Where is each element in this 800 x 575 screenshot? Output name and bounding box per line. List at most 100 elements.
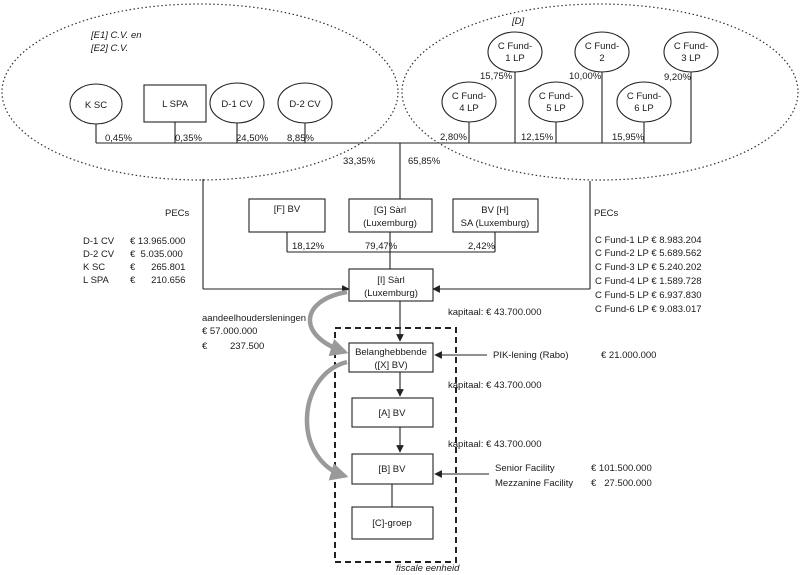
pecs-left-amount: € 5.035.000	[130, 249, 183, 260]
entity-g-sarl: [G] Sàrl (Luxemburg)	[348, 198, 433, 233]
curved-arrow-x-to-b	[304, 359, 349, 481]
svg-text:Belanghebbende: Belanghebbende	[355, 347, 427, 358]
kapitaal-a: kapitaal: € 43.700.000	[448, 439, 542, 450]
entity-c-groep: [C]-groep	[351, 506, 434, 540]
mezzanine-facility-amount: € 27.500.000	[591, 478, 652, 489]
group-ellipse-right	[401, 3, 799, 181]
pct-f-bv: 18,12%	[292, 241, 325, 252]
pecs-right-row: C Fund-5 LP € 6.937.830	[595, 290, 702, 301]
pecs-left-amount: € 210.656	[130, 275, 185, 286]
svg-text:[I] Sàrl: [I] Sàrl	[377, 275, 404, 286]
fiscal-unit-boundary	[334, 327, 457, 563]
pct-l-spa: 0,35%	[175, 133, 202, 144]
pik-amount: € 21.000.000	[601, 350, 656, 361]
entity-f-bv: [F] BV	[248, 198, 326, 233]
shareholder-loans-amount-1: € 57.000.000	[202, 326, 257, 337]
entity-x-bv: Belanghebbende ([X] BV)	[348, 342, 434, 373]
svg-text:5 LP: 5 LP	[546, 103, 566, 114]
entity-c-fund-5: C Fund- 5 LP	[528, 81, 584, 123]
pct-c-fund-5: 12,15%	[521, 132, 554, 143]
group-ellipse-left	[1, 3, 399, 181]
entity-d2-cv: D-2 CV	[277, 82, 333, 124]
shareholder-loans-title: aandeelhoudersleningen	[202, 313, 306, 324]
entity-l-spa: L SPA	[143, 84, 207, 123]
pct-c-fund-6: 15,95%	[612, 132, 645, 143]
entity-a-bv: [A] BV	[351, 397, 434, 428]
svg-text:SA (Luxemburg): SA (Luxemburg)	[461, 218, 530, 229]
entity-c-fund-1: C Fund- 1 LP	[487, 31, 543, 73]
shareholder-loans-amount-2: 237.500	[230, 341, 264, 352]
kapitaal-i: kapitaal: € 43.700.000	[448, 307, 542, 318]
pct-k-sc: 0,45%	[105, 133, 132, 144]
entity-c-fund-6: C Fund- 6 LP	[616, 81, 672, 123]
group-label-e1: [E1] C.V. en	[90, 30, 142, 41]
group-label-e2: [E2] C.V.	[90, 43, 128, 54]
svg-text:C Fund-: C Fund-	[539, 91, 573, 102]
svg-text:[C]-groep: [C]-groep	[372, 518, 412, 529]
entity-i-sarl: [I] Sàrl (Luxemburg)	[348, 268, 434, 302]
mezzanine-facility-label: Mezzanine Facility	[495, 478, 573, 489]
svg-text:6 LP: 6 LP	[634, 103, 654, 114]
pecs-left-amount: € 13.965.000	[130, 236, 185, 247]
kapitaal-x: kapitaal: € 43.700.000	[448, 380, 542, 391]
pct-c-fund-4: 2,80%	[440, 132, 467, 143]
pct-g-sarl: 79,47%	[365, 241, 398, 252]
pecs-right-row: C Fund-2 LP € 5.689.562	[595, 248, 702, 259]
pct-c-fund-2: 10,00%	[569, 71, 602, 82]
svg-text:C Fund-: C Fund-	[627, 91, 661, 102]
entity-c-fund-4: C Fund- 4 LP	[441, 81, 497, 123]
pecs-left-name: D-2 CV	[83, 249, 115, 260]
svg-text:L SPA: L SPA	[162, 99, 189, 110]
pecs-right-row: C Fund-1 LP € 8.983.204	[595, 235, 702, 246]
svg-text:[G] Sàrl: [G] Sàrl	[374, 205, 406, 216]
svg-text:4 LP: 4 LP	[459, 103, 479, 114]
entity-k-sc: K SC	[69, 83, 123, 125]
svg-text:C Fund-: C Fund-	[674, 41, 708, 52]
svg-text:[F] BV: [F] BV	[274, 204, 301, 215]
entity-b-bv: [B] BV	[351, 453, 434, 485]
pct-d2-cv: 8,85%	[287, 133, 314, 144]
pct-total-left: 33,35%	[343, 156, 376, 167]
svg-text:[A] BV: [A] BV	[379, 408, 407, 419]
svg-text:2: 2	[599, 53, 604, 64]
svg-text:BV [H]: BV [H]	[481, 205, 508, 216]
curved-arrow-i-to-x	[307, 289, 349, 357]
svg-text:C Fund-: C Fund-	[452, 91, 486, 102]
svg-text:K SC: K SC	[85, 100, 107, 111]
svg-text:D-2 CV: D-2 CV	[289, 99, 321, 110]
pik-label: PIK-lening (Rabo)	[493, 350, 569, 361]
fiscal-unit-label: fiscale eenheid	[396, 563, 460, 574]
entity-c-fund-2: C Fund- 2	[574, 31, 630, 73]
pecs-left-name: K SC	[83, 262, 105, 273]
svg-text:[B] BV: [B] BV	[379, 464, 407, 475]
pecs-left-title: PECs	[165, 208, 190, 219]
senior-facility-amount: € 101.500.000	[591, 463, 652, 474]
svg-text:([X] BV): ([X] BV)	[374, 360, 407, 371]
pecs-right-row: C Fund-4 LP € 1.589.728	[595, 276, 702, 287]
pct-total-right: 65,85%	[408, 156, 441, 167]
pecs-left-name: D-1 CV	[83, 236, 115, 247]
svg-text:3 LP: 3 LP	[681, 53, 701, 64]
svg-text:C Fund-: C Fund-	[585, 41, 619, 52]
pecs-right-row: C Fund-6 LP € 9.083.017	[595, 304, 702, 315]
pct-d1-cv: 24,50%	[236, 133, 269, 144]
pct-c-fund-3: 9,20%	[664, 72, 691, 83]
entity-c-fund-3: C Fund- 3 LP	[663, 31, 719, 73]
entity-h-bv-sa: BV [H] SA (Luxemburg)	[452, 198, 539, 233]
pecs-left-name: L SPA	[83, 275, 110, 286]
pecs-right-row: C Fund-3 LP € 5.240.202	[595, 262, 702, 273]
svg-text:(Luxemburg): (Luxemburg)	[364, 288, 418, 299]
pct-h-bv-sa: 2,42%	[468, 241, 495, 252]
svg-text:(Luxemburg): (Luxemburg)	[363, 218, 417, 229]
svg-text:D-1 CV: D-1 CV	[221, 99, 253, 110]
svg-text:1 LP: 1 LP	[505, 53, 525, 64]
pecs-left-amount: € 265.801	[130, 262, 185, 273]
group-label-d: [D]	[511, 16, 525, 27]
senior-facility-label: Senior Facility	[495, 463, 555, 474]
svg-text:C Fund-: C Fund-	[498, 41, 532, 52]
entity-d1-cv: D-1 CV	[209, 82, 265, 124]
pecs-right-title: PECs	[594, 208, 619, 219]
shareholder-loans-symbol-2: €	[202, 341, 208, 352]
pct-c-fund-1: 15,75%	[480, 71, 513, 82]
